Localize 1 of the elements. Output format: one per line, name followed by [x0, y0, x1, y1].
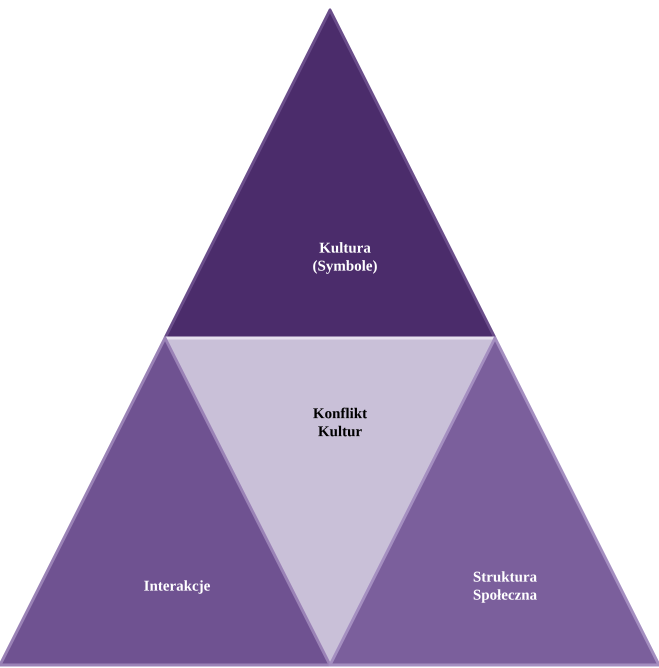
triangle-segment: Kultura (Symbole): [164, 8, 496, 340]
